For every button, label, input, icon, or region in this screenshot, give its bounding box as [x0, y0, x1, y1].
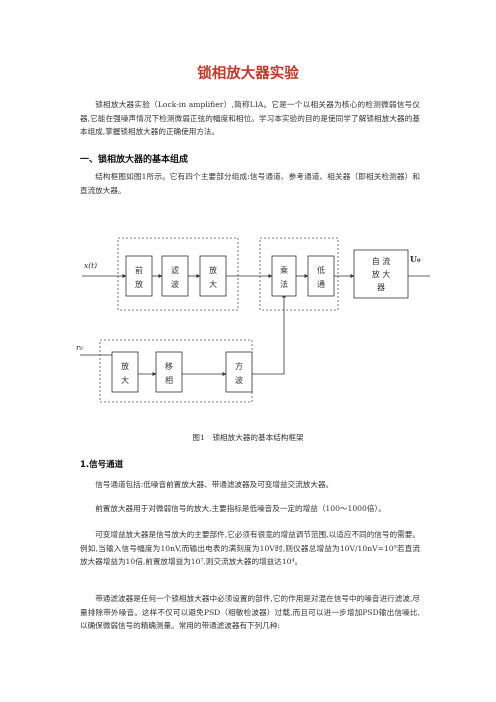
correlator-group — [259, 237, 339, 311]
square-wave-block — [225, 351, 253, 393]
phase-shift-text: 移相 — [165, 361, 173, 385]
paragraph-5: 带通滤波器是任何一个锁相放大器中必须设置的部件,它的作用是对混在信号中的噪音进行… — [80, 594, 420, 630]
amp-block — [199, 255, 227, 297]
paragraph-2: 信号通道包括:低噪音前置放大器、带通滤波器及可变增益交流放大器。 — [95, 480, 334, 489]
page-title: 锁相放大器实验 — [197, 66, 299, 82]
ref-amp-text: 放大 — [121, 361, 129, 385]
intro-paragraph: 锁相放大器实验（Lock-in amplifier）,简称LIA。它是一个以相关… — [80, 100, 420, 136]
phase-shift-block — [155, 351, 183, 393]
multiplier-block — [271, 255, 297, 297]
lowpass-text: 低通 — [317, 265, 325, 289]
filter-text: 滤波 — [171, 265, 179, 289]
block-diagram: x(t) r₀ U₀ 前放 滤波 放大 乘法 低通 放大 移相 方波 自 流放 … — [76, 237, 430, 403]
signal-channel-group — [117, 237, 239, 311]
filter-block — [161, 255, 189, 297]
preamp-block — [125, 255, 153, 297]
section-heading-1: 一、锁相放大器的基本组成 — [80, 155, 189, 165]
section1-paragraph: 结构框图如图1所示。它有四个主要部分组成:信号通道、参考通道、相关器（即相关检测… — [80, 172, 420, 195]
dc-amp-block — [353, 249, 409, 299]
reference-channel-group — [99, 339, 253, 403]
paragraph-3: 前置放大器用于对微弱信号的放大,主要指标是低噪音及一定的增益（100～1000倍… — [95, 504, 386, 513]
preamp-text: 前放 — [135, 265, 143, 289]
amp-text: 放大 — [209, 265, 217, 289]
paragraph-4: 可变增益放大器是信号放大的主要部件,它必须有很宽的增益调节范围,以适应不同的信号… — [80, 530, 420, 566]
lowpass-block — [307, 255, 335, 297]
ref-label: r₀ — [76, 343, 83, 352]
ref-amp-block — [111, 351, 139, 393]
output-label: U₀ — [410, 254, 421, 264]
subheading-signal-channel: 1.信号通道 — [80, 460, 124, 470]
dc-amp-text: 自 流放 大器 — [372, 256, 391, 292]
multiplier-text: 乘法 — [280, 265, 288, 289]
input-label: x(t) — [84, 261, 97, 270]
figure-caption: 图1 锁相放大器的基本结构框架 — [192, 433, 304, 442]
square-wave-text: 方波 — [235, 361, 243, 385]
